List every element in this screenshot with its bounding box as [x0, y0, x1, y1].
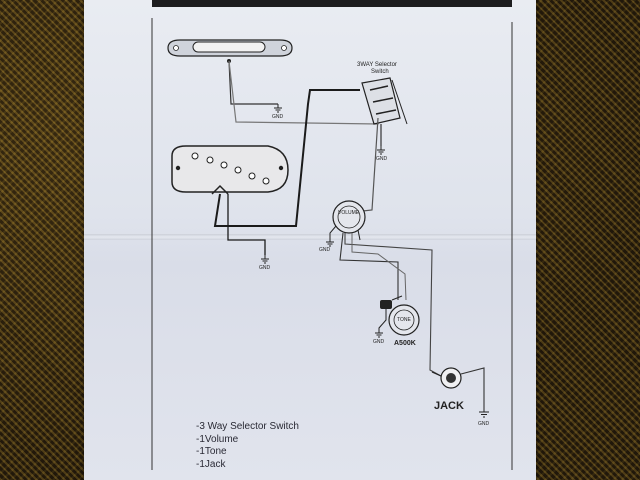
output-jack — [431, 367, 462, 389]
parts-list-item: -1Jack — [196, 458, 226, 470]
selector-label-line1: 3WAY Selector — [357, 62, 397, 68]
gnd-label-tone: GND — [373, 339, 385, 345]
capacitor — [380, 300, 392, 309]
jack-label: JACK — [434, 400, 464, 412]
gnd-label-bridge: GND — [259, 265, 271, 271]
tone-pot — [378, 295, 420, 336]
parts-list-item: -1Tone — [196, 446, 227, 457]
paper-fold — [84, 234, 536, 240]
volume-pot — [329, 200, 366, 242]
selector-switch — [361, 77, 408, 125]
parts-list-item: -3 Way Selector Switch — [196, 421, 299, 432]
ground-symbols — [261, 104, 489, 418]
paper-sheet — [84, 0, 536, 480]
selector-label-line2: Switch — [371, 69, 389, 75]
gnd-label-neck: GND — [272, 114, 284, 120]
tone-label: TONE — [397, 317, 411, 323]
pot-value-label: A500K — [394, 340, 416, 347]
parts-list: -3 Way Selector Switch -1Volume -1Tone -… — [196, 421, 299, 471]
header-bar — [152, 0, 512, 7]
parts-list-item: -1Volume — [196, 433, 239, 445]
neck-pickup — [167, 39, 293, 63]
gnd-label-switch: GND — [376, 156, 388, 162]
gnd-label-volume: GND — [319, 247, 331, 253]
bridge-pickup — [171, 145, 289, 195]
gnd-label-jack: GND — [478, 421, 490, 427]
volume-label: VOLUME — [338, 210, 360, 216]
